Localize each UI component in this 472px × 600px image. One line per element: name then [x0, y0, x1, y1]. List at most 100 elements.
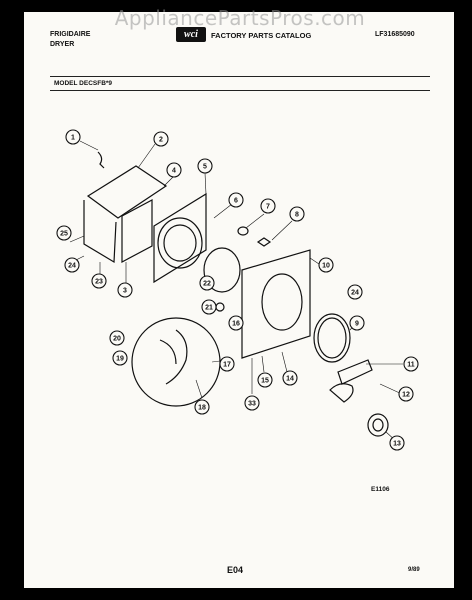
callout-10: 10 [318, 257, 334, 273]
leader-1 [79, 140, 99, 151]
callout-circle [347, 284, 363, 300]
callout-17: 17 [219, 356, 235, 372]
callout-number: 2 [159, 137, 163, 144]
callout-circle [91, 273, 107, 289]
callout-circle [318, 257, 334, 273]
callout-circle [257, 372, 273, 388]
part-21-screw [215, 302, 225, 312]
callout-circle [349, 315, 365, 331]
leader-4 [163, 175, 175, 187]
part-2-top-panel [86, 165, 168, 219]
callout-number: 24 [68, 263, 76, 270]
part-8-clip [256, 237, 272, 247]
callout-2: 2 [153, 131, 169, 147]
callout-circle [56, 225, 72, 241]
callout-12: 12 [398, 386, 414, 402]
part-10-door-frame [241, 249, 311, 359]
callout-19: 19 [112, 350, 128, 366]
callout-number: 14 [286, 376, 294, 383]
callout-circle [153, 131, 169, 147]
callout-number: 17 [223, 362, 231, 369]
callout-circle [289, 206, 305, 222]
callout-number: 6 [234, 198, 238, 205]
leader-6 [213, 203, 233, 219]
callout-11: 11 [403, 356, 419, 372]
callout-number: 5 [203, 164, 207, 171]
callout-number: 11 [407, 362, 415, 369]
callout-25: 25 [56, 225, 72, 241]
callout-number: 33 [248, 401, 256, 408]
callout-number: 3 [123, 288, 127, 295]
callout-number: 1 [71, 135, 75, 142]
callout-circle [201, 299, 217, 315]
callout-5: 5 [197, 158, 213, 174]
part-13-bushing-hole [372, 418, 384, 432]
brand-label: FRIGIDAIRE [50, 31, 91, 38]
callout-number: 8 [295, 212, 299, 219]
callout-number: 25 [60, 231, 68, 238]
callout-number: 13 [393, 441, 401, 448]
part-2-side-panel [83, 200, 117, 264]
wci-logo: wci [176, 27, 206, 42]
callout-number: 10 [322, 263, 330, 270]
callout-number: 15 [261, 378, 269, 385]
page-number: E04 [227, 565, 244, 575]
callout-circle [166, 162, 182, 178]
header-rule-bottom [50, 90, 430, 91]
callout-circle [228, 315, 244, 331]
callout-21: 21 [201, 299, 217, 315]
part-3-lint-panel [121, 199, 153, 263]
callout-20: 20 [109, 330, 125, 346]
callout-number: 4 [172, 168, 176, 175]
callout-number: 20 [113, 336, 121, 343]
callout-23: 23 [91, 273, 107, 289]
callout-number: 23 [95, 279, 103, 286]
leader-5 [204, 172, 207, 195]
callout-33: 33 [244, 395, 260, 411]
callout-number: 18 [198, 405, 206, 412]
part-22-gasket [203, 247, 241, 293]
callout-circle [199, 275, 215, 291]
callout-15: 15 [257, 372, 273, 388]
callout-circle [282, 370, 298, 386]
callout-circle [260, 198, 276, 214]
header-rule-top [50, 76, 430, 77]
watermark: AppliancePartsPros.com [114, 6, 366, 30]
part-5-drum-inner [163, 224, 197, 262]
catalog-number: LF31685090 [375, 31, 415, 38]
leader-25 [69, 235, 85, 243]
callout-circle [219, 356, 235, 372]
detail-part-19 [159, 339, 177, 365]
leader-8 [271, 220, 293, 241]
leader-7 [245, 213, 265, 229]
callout-circle [109, 330, 125, 346]
catalog-title: FACTORY PARTS CATALOG [211, 31, 312, 40]
leader-15 [261, 355, 265, 373]
callout-number: 24 [351, 290, 359, 297]
revision-date: 9/89 [408, 567, 420, 573]
callout-circle [403, 356, 419, 372]
callout-circle [244, 395, 260, 411]
part-1-hook [97, 151, 105, 169]
callout-number: 9 [355, 321, 359, 328]
callout-14: 14 [282, 370, 298, 386]
model-label: MODEL DECSFB*9 [54, 80, 113, 87]
callout-24: 24 [64, 257, 80, 273]
callout-circle [389, 435, 405, 451]
callout-7: 7 [260, 198, 276, 214]
callout-22: 22 [199, 275, 215, 291]
part-7-knob [237, 226, 249, 236]
detail-part-20 [165, 329, 188, 385]
callout-9: 9 [349, 315, 365, 331]
parts-catalog-sheet [24, 12, 454, 588]
callout-24: 24 [347, 284, 363, 300]
part-5-front-frame [153, 192, 207, 284]
callout-circle [117, 282, 133, 298]
part-11-hinge-bracket [329, 383, 354, 403]
callout-number: 19 [116, 356, 124, 363]
callout-number: 12 [402, 392, 410, 399]
part-5-drum-opening [157, 217, 203, 269]
